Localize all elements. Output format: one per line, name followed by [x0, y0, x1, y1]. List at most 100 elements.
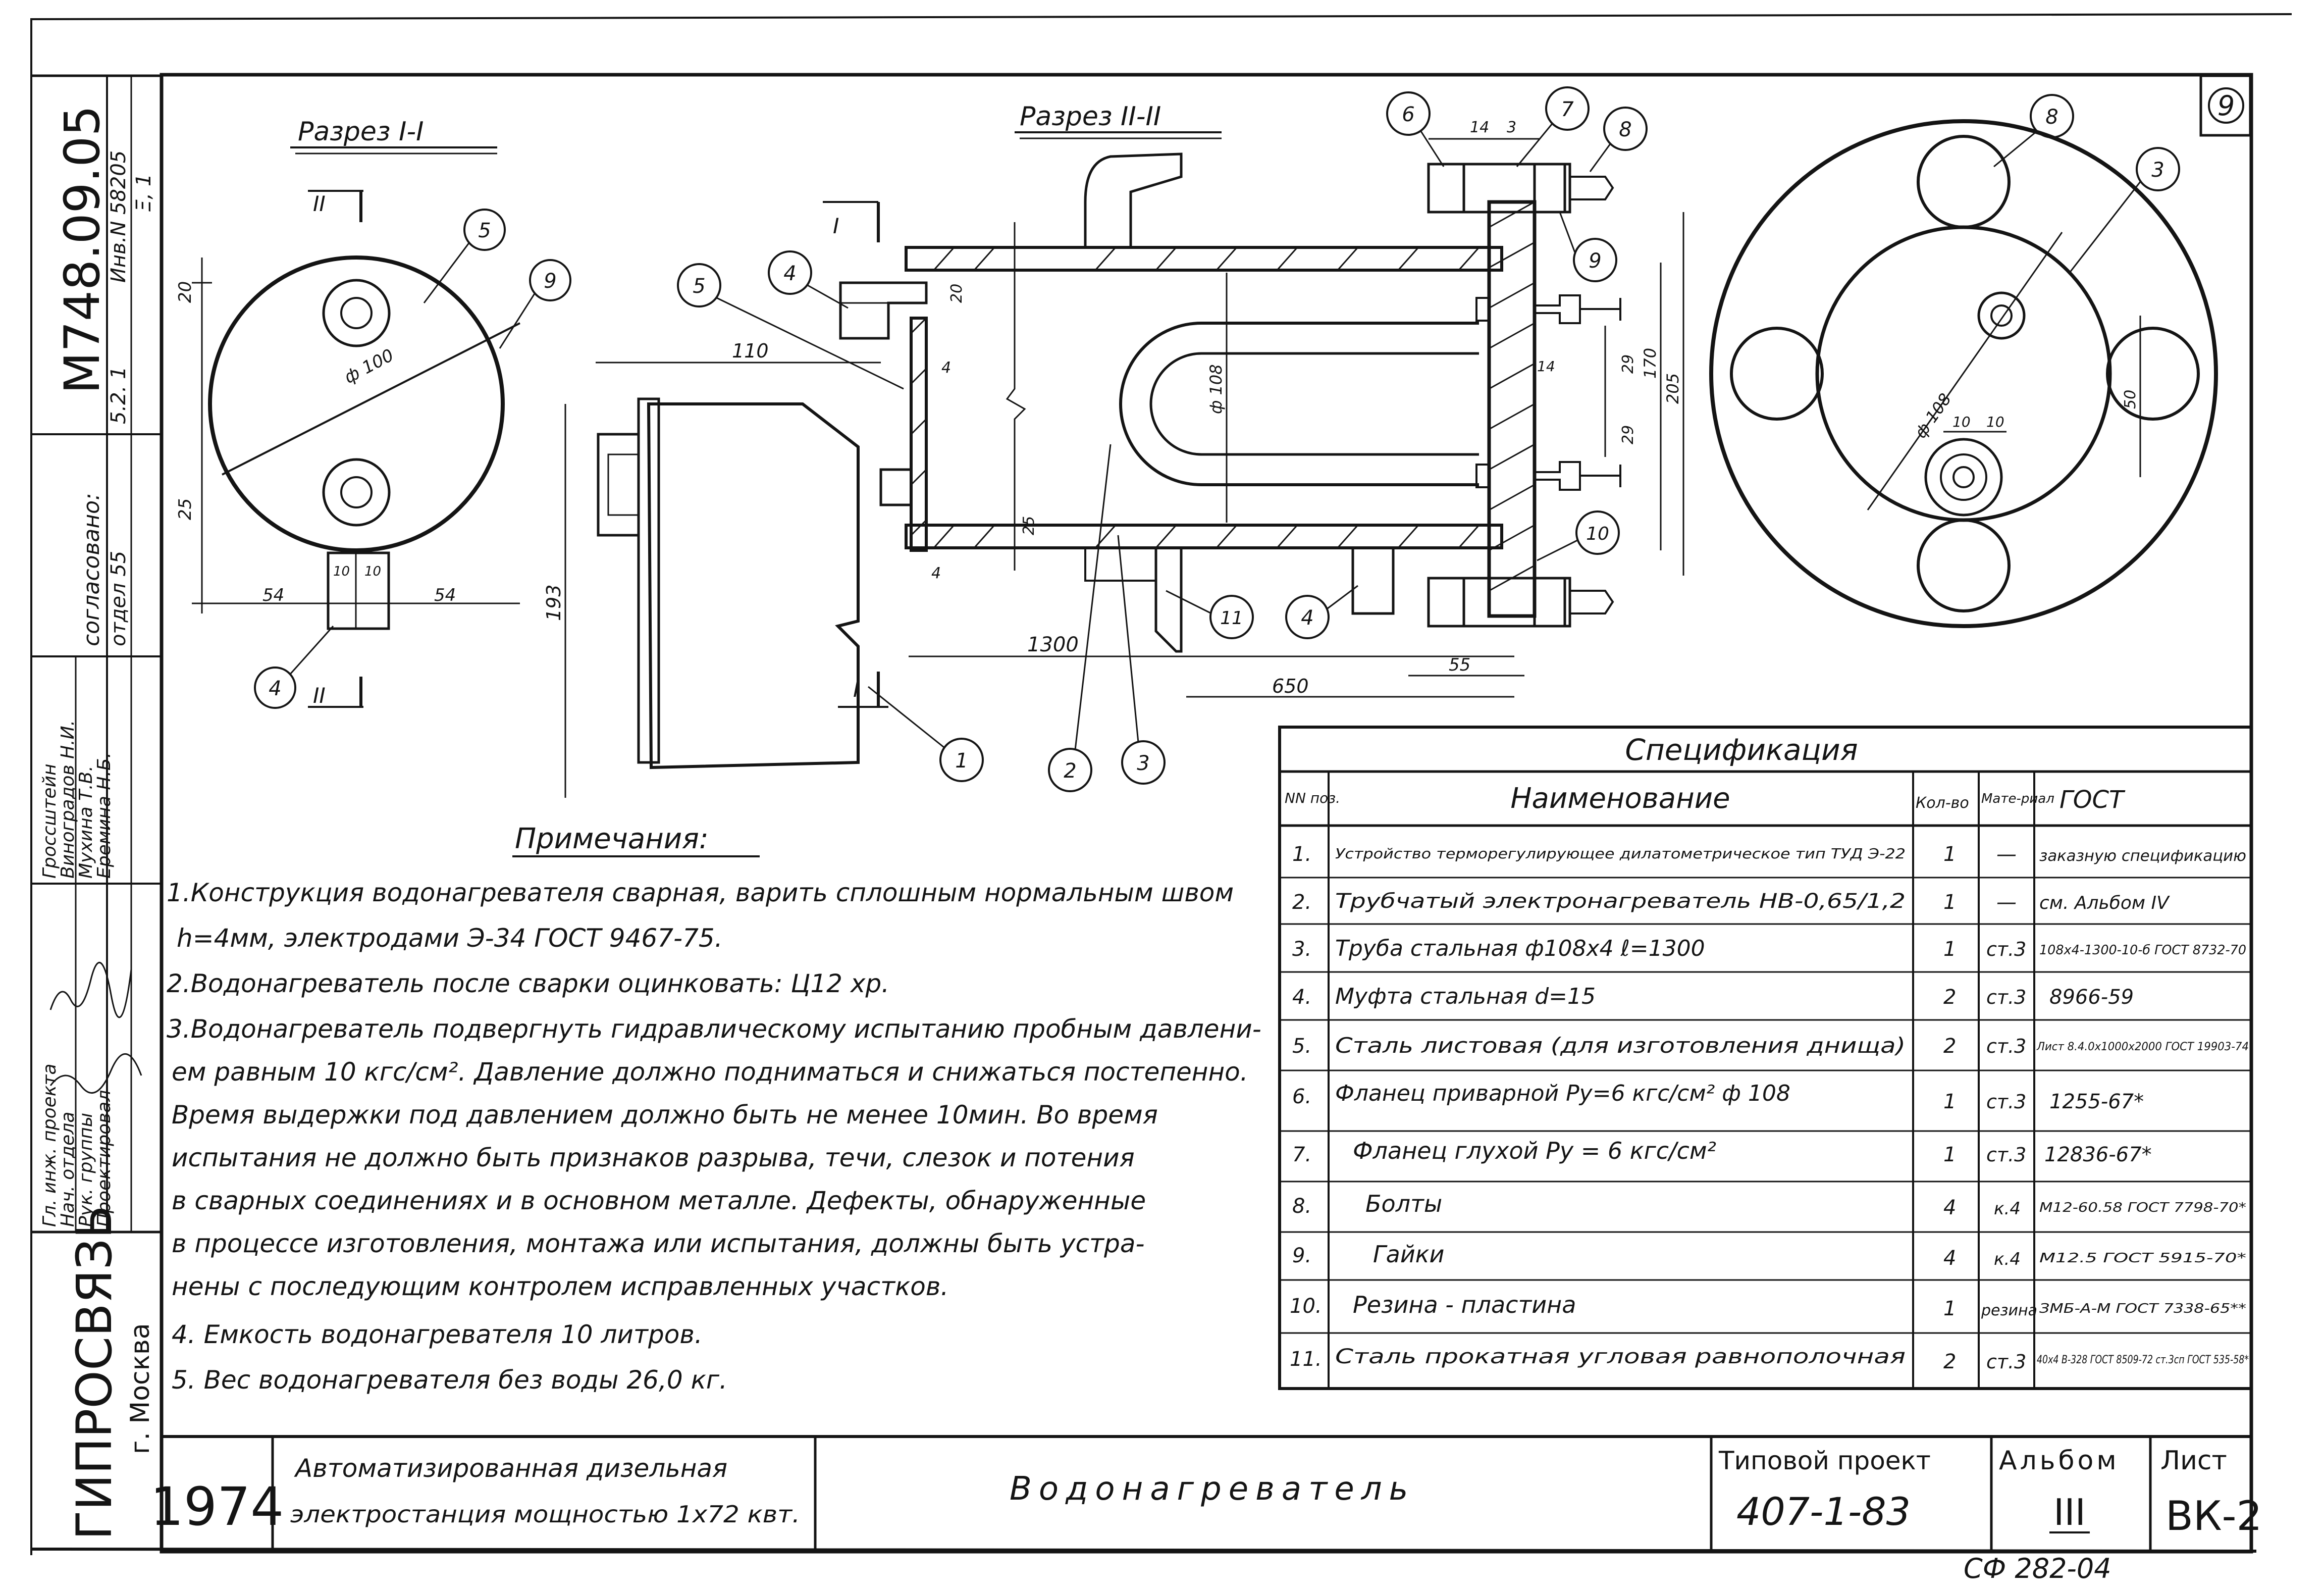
spec-title: Спецификация	[1625, 733, 1858, 767]
spec-pos: 6.	[1292, 1085, 1311, 1108]
spec-name: Муфта стальная d=15	[1335, 984, 1596, 1009]
designer-name-1: Гроссштейн	[39, 763, 60, 879]
spec-name: Трубчатый электронагреватель НВ-0,65/1,2	[1335, 890, 1906, 913]
thermostat-cap	[597, 433, 640, 537]
section-2-diameter: ф 108	[1206, 364, 1226, 414]
spec-gost: ЗМБ-А-М ГОСТ 7338-65**	[2039, 1301, 2246, 1316]
callout-3-circle	[1121, 740, 1166, 785]
end-view: ф 108 10 10 50 8 3	[1709, 94, 2218, 628]
coupling-bottom	[1351, 546, 1395, 615]
upper-pipe-outer	[322, 279, 391, 347]
title-block: 1974 Автоматизированная дизельная электр…	[150, 1435, 2262, 1551]
section-2-t2: 3	[1507, 119, 1516, 136]
section-2-thick: 14	[1470, 119, 1489, 136]
designer-role-1: Гл. инж. проекта	[39, 1063, 60, 1227]
thermostat-cap-inner	[607, 453, 640, 516]
spec-name: Сталь листовая (для изготовления днища)	[1335, 1033, 1906, 1058]
spec-gost: 108х4-1300-10-б ГОСТ 8732-70	[2039, 943, 2246, 958]
note-line-6: Время выдержки под давлением должно быть…	[172, 1100, 1158, 1130]
section-1-dim-left: 25	[175, 498, 195, 520]
bolt-top	[1427, 163, 1566, 214]
bottom-frame-line	[31, 1548, 2257, 1553]
spec-gost: 8966-59	[2049, 986, 2134, 1009]
flange-outer-circle	[1709, 119, 2218, 628]
spec-gost: 40х4 В-328 ГОСТ 8509-72 ст.3сп ГОСТ 535-…	[2037, 1354, 2249, 1366]
end-view-dim-b: 10	[1986, 414, 2004, 430]
shell-bottom-wall	[905, 524, 1503, 549]
angle-bracket-bottom	[1154, 548, 1183, 653]
spec-row: 6. Фланец приварной Ру=6 кгс/см² ф 108 1…	[1292, 1081, 2144, 1113]
spec-row: 3. Труба стальная ф108х4 ℓ=1300 1 ст.3 1…	[1292, 936, 2246, 961]
spec-header-pos: NN поз.	[1285, 790, 1340, 806]
project-description-1: Автоматизированная дизельная	[294, 1454, 727, 1483]
callout-4b-circle	[768, 250, 812, 295]
spec-pos: 5.	[1292, 1035, 1311, 1058]
spec-qty: 1	[1943, 843, 1956, 866]
spec-pos: 3.	[1292, 938, 1311, 961]
section-2-flange-w: 14	[1537, 358, 1555, 375]
thermostat-nut	[879, 468, 913, 506]
section-1-half-right: 54	[434, 585, 456, 605]
section-2-callout-5: 5	[693, 275, 705, 298]
album-value: III	[2053, 1491, 2086, 1533]
terminal-upper-outer	[1977, 291, 2026, 340]
spec-qty: 2	[1943, 986, 1956, 1009]
section-2-offset: 55	[1449, 655, 1470, 675]
spec-name: Сталь прокатная угловая равнополочная	[1335, 1345, 1906, 1368]
spec-pos: 9.	[1292, 1244, 1311, 1267]
section-2-pitch-a: 29	[1619, 354, 1637, 374]
spec-gost: заказную спецификацию	[2039, 847, 2246, 865]
spec-header-qty: Кол-во	[1916, 794, 1969, 812]
end-callout-3-circle	[2136, 147, 2180, 191]
terminal-lower-outer	[1924, 438, 2003, 517]
heating-element-inner	[1149, 352, 1479, 456]
callout-1-circle	[939, 738, 984, 782]
callout-6-circle	[1386, 91, 1431, 136]
section-1-half-left: 54	[262, 585, 284, 605]
callout-5b-circle	[677, 263, 721, 307]
bolt-top-thread	[1570, 176, 1614, 200]
spec-row: 8. Болты 4 к.4 М12-60.58 ГОСТ 7798-70*	[1292, 1190, 2246, 1219]
typical-project-label: Типовой проект	[1718, 1446, 1931, 1475]
note-line-1: 1.Конструкция водонагревателя сварная, в…	[167, 878, 1234, 907]
section-2-small-2: 4	[931, 565, 941, 582]
callout-10-circle	[1575, 510, 1620, 555]
spec-gost: 1255-67*	[2049, 1090, 2144, 1113]
designer-name-3: Мухина Т.В.	[76, 765, 96, 879]
sheet-index-box	[2199, 74, 2252, 137]
section-2-callout-10: 10	[1586, 524, 1609, 544]
note-line-11: 4. Емкость водонагревателя 10 литров.	[172, 1320, 703, 1349]
organization-city: г. Москва	[125, 1323, 155, 1454]
spec-row: 4. Муфта стальная d=15 2 ст.3 8966-59	[1292, 984, 2134, 1009]
spec-name: Резина - пластина	[1353, 1291, 1576, 1318]
callout-11-circle	[1209, 595, 1254, 639]
top-edge-line	[30, 13, 2292, 20]
spec-mat: —	[1996, 843, 2017, 866]
section-2-flange-h: 170	[1641, 348, 1660, 379]
sheet-index: 9	[2217, 90, 2235, 122]
spec-name: Болты	[1365, 1190, 1442, 1217]
note-line-12: 5. Вес водонагревателя без воды 26,0 кг.	[172, 1365, 727, 1395]
section-2-title: Разрез II-II	[1020, 101, 1161, 132]
spec-qty: 2	[1943, 1350, 1956, 1373]
note-line-4: 3.Водонагреватель подвергнуть гидравличе…	[167, 1014, 1261, 1044]
break-line	[1006, 222, 1026, 571]
section-2-callout-4b: 4	[1301, 606, 1313, 630]
terminal-lower-mid	[1940, 453, 1987, 501]
spec-qty: 2	[1943, 1035, 1956, 1058]
spec-pos: 2.	[1292, 891, 1311, 914]
spec-mat: к.4	[1994, 1199, 2021, 1219]
spec-header-name: Наименование	[1510, 782, 1730, 815]
specification-table: Спецификация NN поз. Наименование Кол-во…	[1278, 726, 2253, 1390]
spec-mat: ст.3	[1986, 938, 2026, 960]
element-clamp-upper	[1475, 297, 1490, 322]
right-note: Ξ, 1	[132, 174, 155, 212]
section-2-overall-h: 205	[1663, 373, 1682, 404]
designer-role-2: Нач. отдела	[58, 1112, 78, 1227]
section-2-height: 193	[543, 584, 565, 621]
section-2-length-top: 110	[732, 340, 769, 362]
spec-row: 7. Фланец глухой Ру = 6 кгс/см² 1 ст.3 1…	[1292, 1137, 2152, 1166]
revision-note: 5.2. 1	[107, 367, 130, 425]
element-clamp-lower	[1475, 464, 1490, 488]
thermostat-body	[647, 402, 860, 770]
